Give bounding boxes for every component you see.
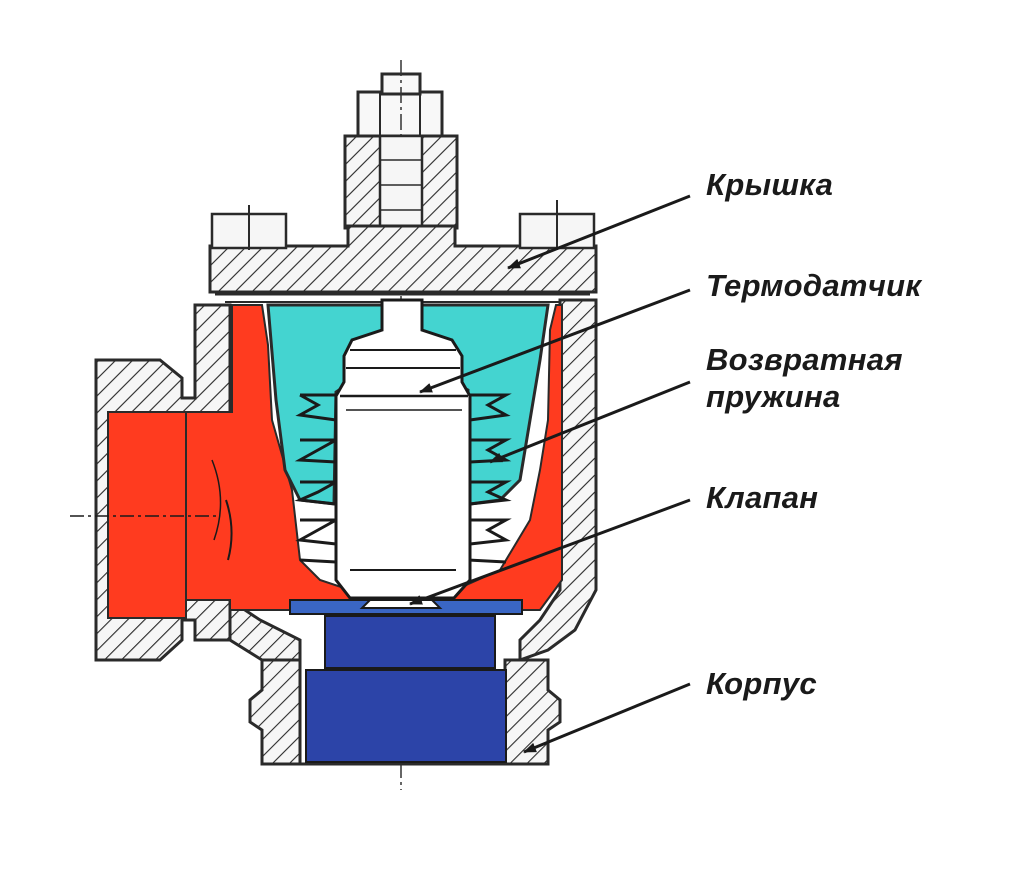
valve-plate (289, 599, 523, 615)
label-thermo-sensor: Термодатчик (706, 268, 922, 303)
thermo-sensor (334, 298, 472, 600)
return-spring (294, 393, 512, 564)
leader-valve (409, 498, 691, 606)
leader-lines (409, 194, 691, 754)
leader-body (523, 682, 691, 754)
label-return-spring-line1: Возвратная (706, 342, 903, 377)
leader-spring (489, 380, 691, 464)
lid-cover (208, 200, 598, 303)
label-body: Корпус (706, 666, 817, 701)
leader-sensor (419, 288, 691, 394)
label-valve: Клапан (706, 480, 819, 515)
cold-water-area (305, 615, 507, 763)
label-lid: Крышка (706, 167, 834, 202)
leader-lid (507, 194, 691, 270)
label-return-spring-line2: пружина (706, 379, 841, 414)
label-return-spring: Возвратная пружина (706, 341, 903, 415)
